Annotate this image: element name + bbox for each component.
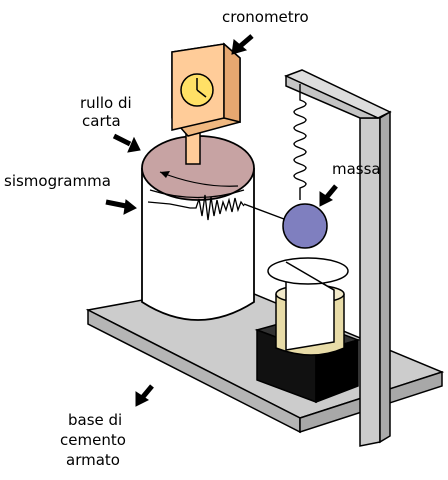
seismogram-trace (147, 194, 245, 221)
arrow-icon (135, 384, 154, 407)
spring (293, 84, 307, 200)
label-paper-roll-line2: carta (82, 112, 121, 130)
label-paper-roll-line1: rullo di (80, 94, 132, 112)
arrow-icon (319, 184, 338, 207)
label-base-line2: cemento (60, 431, 126, 449)
stand-arm-top (284, 69, 392, 119)
arrow-icon (231, 34, 254, 55)
paper-roll-drum (141, 135, 255, 321)
label-base-line1: base di (68, 411, 122, 429)
label-base-line3: armato (66, 451, 120, 469)
label-seismogram: sismogramma (4, 172, 111, 190)
arrow-icon (112, 133, 141, 153)
pendulum-stand (284, 69, 392, 447)
clock-icon (180, 73, 214, 107)
label-stopwatch: cronometro (222, 8, 309, 26)
stand-vertical-side (379, 110, 391, 444)
fluid-container (267, 257, 349, 356)
stopwatch-assembly (171, 42, 241, 165)
label-mass: massa (332, 160, 381, 178)
arrow-icon (105, 199, 137, 215)
stand-arm-front (285, 74, 379, 119)
mass-ball (282, 203, 328, 249)
